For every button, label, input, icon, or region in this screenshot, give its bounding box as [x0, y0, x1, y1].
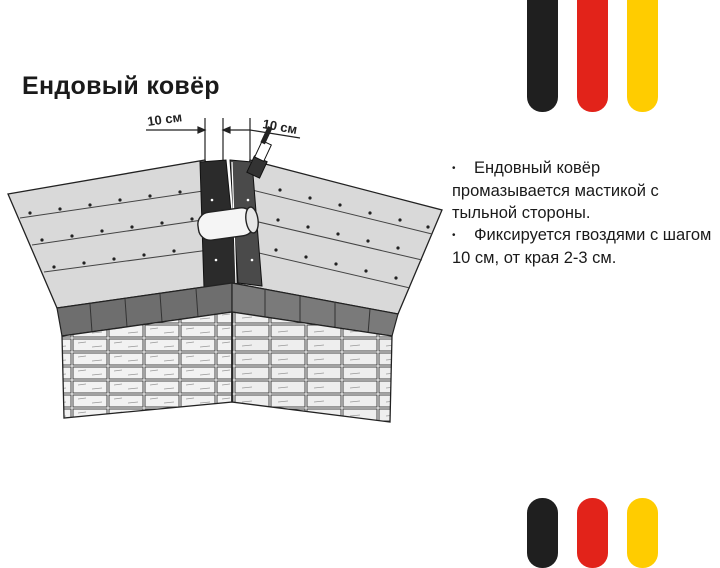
- brush-icon: [246, 125, 273, 179]
- stripe-red-bottom: [577, 498, 608, 568]
- stripe-black-top: [527, 0, 558, 112]
- bullet-item-2: •Фиксируется гвоздями с шагом 10 см, от …: [452, 224, 720, 269]
- slide-title: Ендовый ковёр: [22, 72, 220, 100]
- stripe-red-top: [577, 0, 608, 112]
- stripe-yellow-top: [627, 0, 658, 112]
- bullet-dot-icon: •: [452, 163, 456, 174]
- roof-left-slope: [7, 159, 233, 309]
- bullet-list: •Ендовный ковёр промазывается мастикой с…: [452, 157, 720, 269]
- stripe-yellow-bottom: [627, 498, 658, 568]
- bullet-text-2: Фиксируется гвоздями с шагом 10 см, от к…: [452, 226, 712, 267]
- dimension-label-left: 10 см: [146, 109, 183, 129]
- stripe-black-bottom: [527, 498, 558, 568]
- bullet-dot-icon: •: [452, 230, 456, 241]
- bullet-text-1: Ендовный ковёр промазывается мастикой с …: [452, 159, 659, 222]
- brick-walls: [61, 311, 393, 423]
- roof-right-slope: [231, 159, 443, 315]
- bullet-item-1: •Ендовный ковёр промазывается мастикой с…: [452, 157, 720, 224]
- roller-icon: [197, 206, 259, 241]
- eave-shingles: [56, 282, 399, 337]
- valley-carpet-illustration: 10 см 10 см: [7, 109, 443, 423]
